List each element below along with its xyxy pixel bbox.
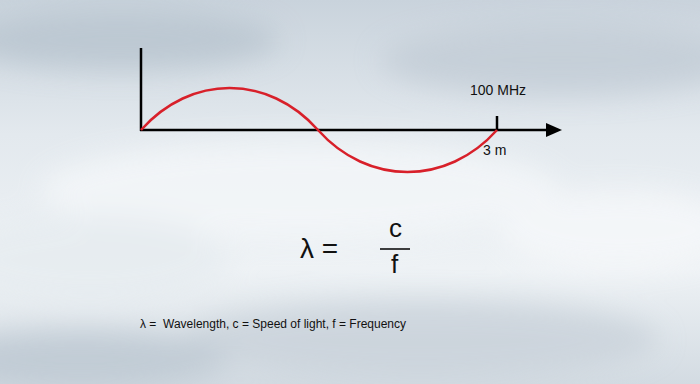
- wavelength-label: 3 m: [483, 142, 506, 158]
- sine-wave: [141, 88, 497, 172]
- frequency-label: 100 MHz: [470, 82, 526, 98]
- formula-lhs: λ =: [300, 233, 338, 265]
- formula-numerator: c: [389, 214, 402, 244]
- tick-mark: [496, 116, 499, 131]
- formula-denominator: f: [391, 250, 398, 280]
- y-axis: [140, 48, 143, 131]
- legend-note: λ = Wavelength, c = Speed of light, f = …: [140, 318, 406, 332]
- axis-arrowhead: [546, 123, 562, 137]
- x-axis: [140, 129, 548, 132]
